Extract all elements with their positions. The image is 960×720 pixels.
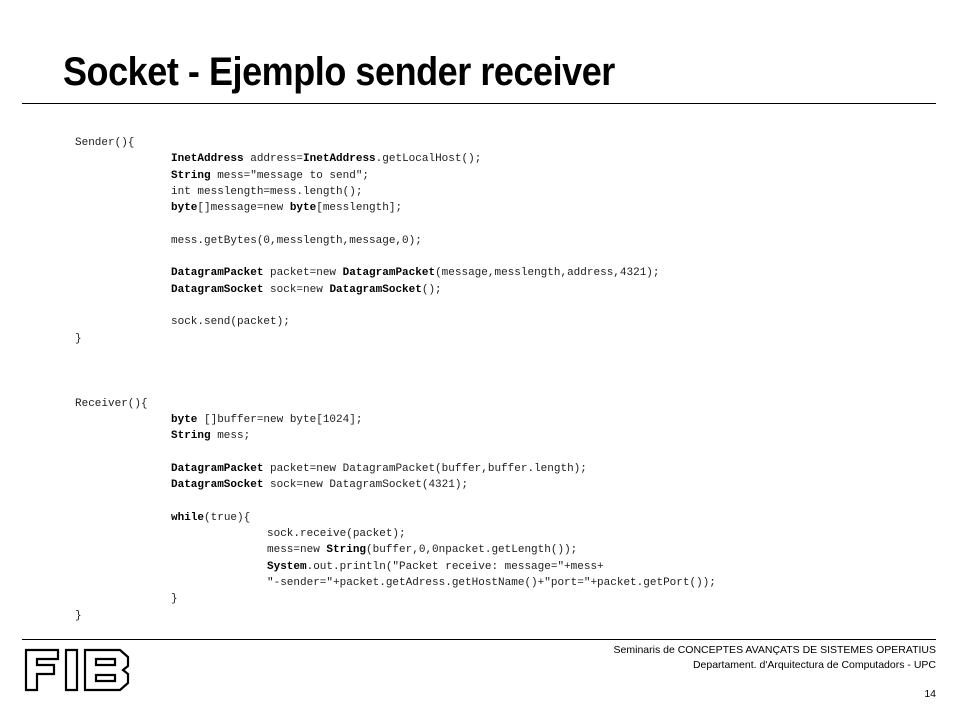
code-line: DatagramSocket sock=new DatagramSocket()… — [171, 283, 442, 296]
code-line: sock.receive(packet); — [267, 528, 406, 541]
footer-divider — [22, 639, 936, 640]
fib-logo — [24, 648, 130, 692]
code-line: int messlength=mess.length(); — [171, 185, 363, 198]
code-line: } — [75, 609, 82, 622]
slide-title: Socket - Ejemplo sender receiver — [63, 50, 615, 94]
code-block: Sender(){ InetAddress address=InetAddres… — [75, 135, 716, 624]
code-line: byte []buffer=new byte[1024]; — [171, 414, 363, 427]
code-line: } — [75, 332, 82, 345]
code-line: InetAddress address=InetAddress.getLocal… — [171, 153, 482, 166]
code-line: System.out.println("Packet receive: mess… — [267, 560, 604, 573]
code-line: Receiver(){ — [75, 397, 148, 410]
code-line: Sender(){ — [75, 137, 135, 149]
title-divider — [22, 103, 936, 104]
code-line: } — [171, 593, 178, 606]
code-line: sock.send(packet); — [171, 316, 290, 329]
code-line: String mess="message to send"; — [171, 169, 370, 182]
footer-department: Departament. d'Arquitectura de Computado… — [692, 659, 936, 671]
code-line: byte[]message=new byte[messlength]; — [171, 202, 403, 215]
code-line: while(true){ — [171, 511, 251, 524]
code-line: mess=new String(buffer,0,0npacket.getLen… — [267, 544, 578, 557]
code-line: DatagramPacket packet=new DatagramPacket… — [171, 462, 587, 475]
footer: Seminaris de CONCEPTES AVANÇATS DE SISTE… — [614, 643, 936, 702]
code-line: String mess; — [171, 430, 251, 443]
footer-seminar: Seminaris de CONCEPTES AVANÇATS DE SISTE… — [613, 644, 936, 656]
code-line: DatagramPacket packet=new DatagramPacket… — [171, 267, 660, 280]
page-number: 14 — [924, 688, 936, 700]
code-line: DatagramSocket sock=new DatagramSocket(4… — [171, 479, 469, 492]
code-line: "-sender="+packet.getAdress.getHostName(… — [267, 577, 716, 590]
code-line: mess.getBytes(0,messlength,message,0); — [171, 234, 422, 247]
